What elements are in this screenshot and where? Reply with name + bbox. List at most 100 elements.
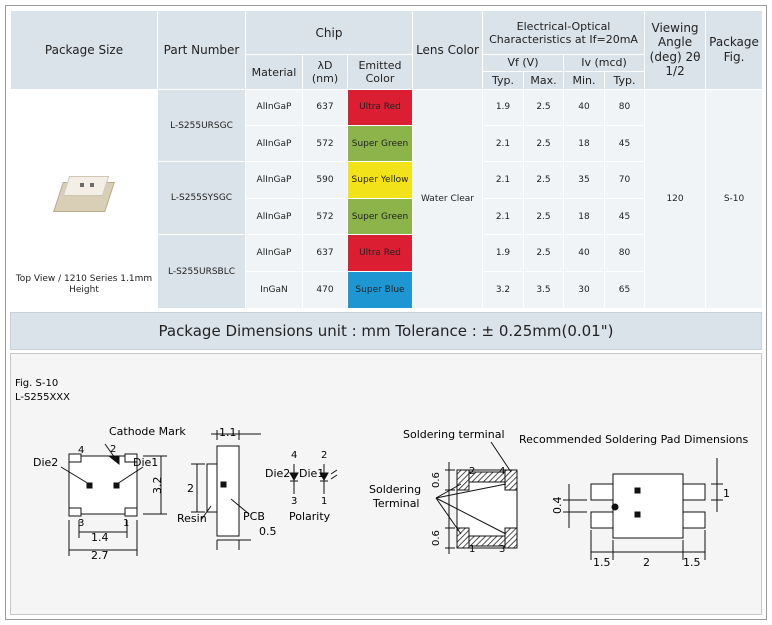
polarity-pin2: 2 xyxy=(321,450,327,461)
header-lens-color: Lens Color xyxy=(412,10,483,90)
material-cell: AlInGaP xyxy=(245,88,303,127)
package-cell: Top View / 1210 Series 1.1mm Height xyxy=(10,88,158,310)
header-vf: Vf (V) xyxy=(482,54,564,72)
header-material: Material xyxy=(245,54,303,90)
header-lambda-d: λD (nm) xyxy=(302,54,348,90)
pad-dim-1-5-right: 1.5 xyxy=(683,556,701,569)
header-part-number: Part Number xyxy=(157,10,246,90)
vf-typ-cell: 3.2 xyxy=(482,270,524,310)
vf-max-cell: 2.5 xyxy=(523,161,564,199)
resin-label: Resin xyxy=(177,512,207,525)
pad-dim-0-4: 0.4 xyxy=(551,497,564,515)
polarity-die1-label: Die1 xyxy=(299,467,324,480)
header-iv-min: Min. xyxy=(563,70,605,90)
vf-typ-cell: 2.1 xyxy=(482,161,524,199)
vf-typ-cell: 1.9 xyxy=(482,88,524,127)
pad-dim-2: 2 xyxy=(643,556,650,569)
emitted-color-cell: Ultra Red xyxy=(347,88,413,127)
wavelength-cell: 572 xyxy=(302,197,348,236)
package-caption: Top View / 1210 Series 1.1mm Height xyxy=(15,274,153,296)
terminal-pin3: 3 xyxy=(499,544,505,555)
header-package-fig: Package Fig. xyxy=(705,10,764,90)
material-cell: AlInGaP xyxy=(245,161,303,199)
dimension-drawing-panel: Fig. S-10 L-S255XXX Cathode Mark Die2 Di… xyxy=(10,353,762,615)
iv-typ-cell: 80 xyxy=(603,234,646,272)
vf-max-cell: 2.5 xyxy=(523,234,564,272)
terminal-pin1: 1 xyxy=(469,544,475,555)
header-emitted-color: Emitted Color xyxy=(347,54,413,90)
iv-typ-cell: 45 xyxy=(603,197,646,236)
terminal-dim-0-6-bottom: 0.6 xyxy=(431,530,442,546)
vf-max-cell: 2.5 xyxy=(523,125,564,163)
terminal-pin2: 2 xyxy=(469,466,475,477)
header-vf-max: Max. xyxy=(523,70,564,90)
wavelength-cell: 637 xyxy=(302,234,348,272)
terminal-pin4: 4 xyxy=(499,466,505,477)
viewing-angle-cell: 120 xyxy=(644,88,707,310)
iv-typ-cell: 70 xyxy=(603,161,646,199)
fig-label: Fig. S-10 xyxy=(15,378,58,389)
polarity-pin4: 4 xyxy=(291,450,297,461)
vf-typ-cell: 2.1 xyxy=(482,125,524,163)
material-cell: AlInGaP xyxy=(245,234,303,272)
emitted-color-cell: Super Yellow xyxy=(347,161,413,199)
iv-min-cell: 35 xyxy=(563,161,605,199)
iv-min-cell: 18 xyxy=(563,125,605,163)
dimensions-title: Package Dimensions unit : mm Tolerance :… xyxy=(10,312,762,350)
part-number-cell: L-S255SYSGC xyxy=(157,161,246,236)
part-number-cell: L-S255URSBLC xyxy=(157,234,246,309)
header-viewing-angle: Viewing Angle (deg) 2θ 1/2 xyxy=(644,10,707,90)
emitted-color-cell: Super Green xyxy=(347,125,413,163)
pin1-label: 1 xyxy=(123,518,129,529)
iv-typ-cell: 65 xyxy=(603,270,646,310)
soldering-terminal-side-label-line2: Terminal xyxy=(372,497,420,510)
header-electro-optical: Electrical-Optical Characteristics at If… xyxy=(481,9,646,56)
dim-0-5: 0.5 xyxy=(259,525,277,538)
package-fig-cell: S-10 xyxy=(705,88,764,310)
wavelength-cell: 572 xyxy=(302,125,348,163)
spec-table: Package Size Part Number Chip Lens Color… xyxy=(10,9,764,310)
wavelength-cell: 590 xyxy=(302,161,348,199)
wavelength-cell: 470 xyxy=(302,270,348,310)
vf-max-cell: 3.5 xyxy=(523,270,564,310)
pin4-label: 4 xyxy=(78,445,84,456)
polarity-label: Polarity xyxy=(289,510,331,523)
header-iv-typ: Typ. xyxy=(603,70,646,90)
material-cell: AlInGaP xyxy=(245,125,303,163)
terminal-dim-0-6-top: 0.6 xyxy=(431,472,442,488)
die2-label: Die2 xyxy=(33,456,58,469)
iv-min-cell: 40 xyxy=(563,88,605,127)
table-row: Top View / 1210 Series 1.1mm Height L-S2… xyxy=(10,88,764,310)
dimension-drawing: Fig. S-10 L-S255XXX Cathode Mark Die2 Di… xyxy=(15,378,748,569)
header-package-size: Package Size xyxy=(10,10,158,90)
dim-2-7: 2.7 xyxy=(91,549,109,562)
polarity-die2-label: Die2 xyxy=(265,467,290,480)
cathode-mark-label: Cathode Mark xyxy=(109,425,186,438)
header-chip: Chip xyxy=(245,9,413,56)
pin2-label: 2 xyxy=(110,444,116,455)
wavelength-cell: 637 xyxy=(302,88,348,127)
pad-dim-1: 1 xyxy=(723,487,730,500)
recommended-pad-view xyxy=(563,458,723,560)
vf-max-cell: 2.5 xyxy=(523,88,564,127)
iv-min-cell: 30 xyxy=(563,270,605,310)
dim-3-2: 3.2 xyxy=(151,477,164,495)
emitted-color-cell: Ultra Red xyxy=(347,234,413,272)
top-view xyxy=(60,443,167,556)
table-row: L-S255URSBLC AlInGaP 637 Ultra Red 1.9 2… xyxy=(11,234,763,309)
part-number-cell: L-S255URSGC xyxy=(157,88,246,163)
polarity-pin3: 3 xyxy=(291,496,297,507)
iv-min-cell: 18 xyxy=(563,197,605,236)
iv-min-cell: 40 xyxy=(563,234,605,272)
emitted-color-cell: Super Green xyxy=(347,197,413,236)
table-row: AlInGaP 572 Super Green 2.1 2.5 18 45 xyxy=(11,125,763,163)
pad-dim-1-5-left: 1.5 xyxy=(593,556,611,569)
lens-color-cell: Water Clear xyxy=(412,88,483,310)
die1-label: Die1 xyxy=(133,456,158,469)
header-iv: Iv (mcd) xyxy=(562,54,646,72)
pcb-label: PCB xyxy=(243,510,265,523)
soldering-terminal-side-label-line1: Soldering xyxy=(369,483,421,496)
pin3-label: 3 xyxy=(78,518,84,529)
table-row: InGaN 470 Super Blue 3.2 3.5 30 65 xyxy=(11,270,763,310)
table-row: AlInGaP 572 Super Green 2.1 2.5 18 45 xyxy=(11,197,763,236)
